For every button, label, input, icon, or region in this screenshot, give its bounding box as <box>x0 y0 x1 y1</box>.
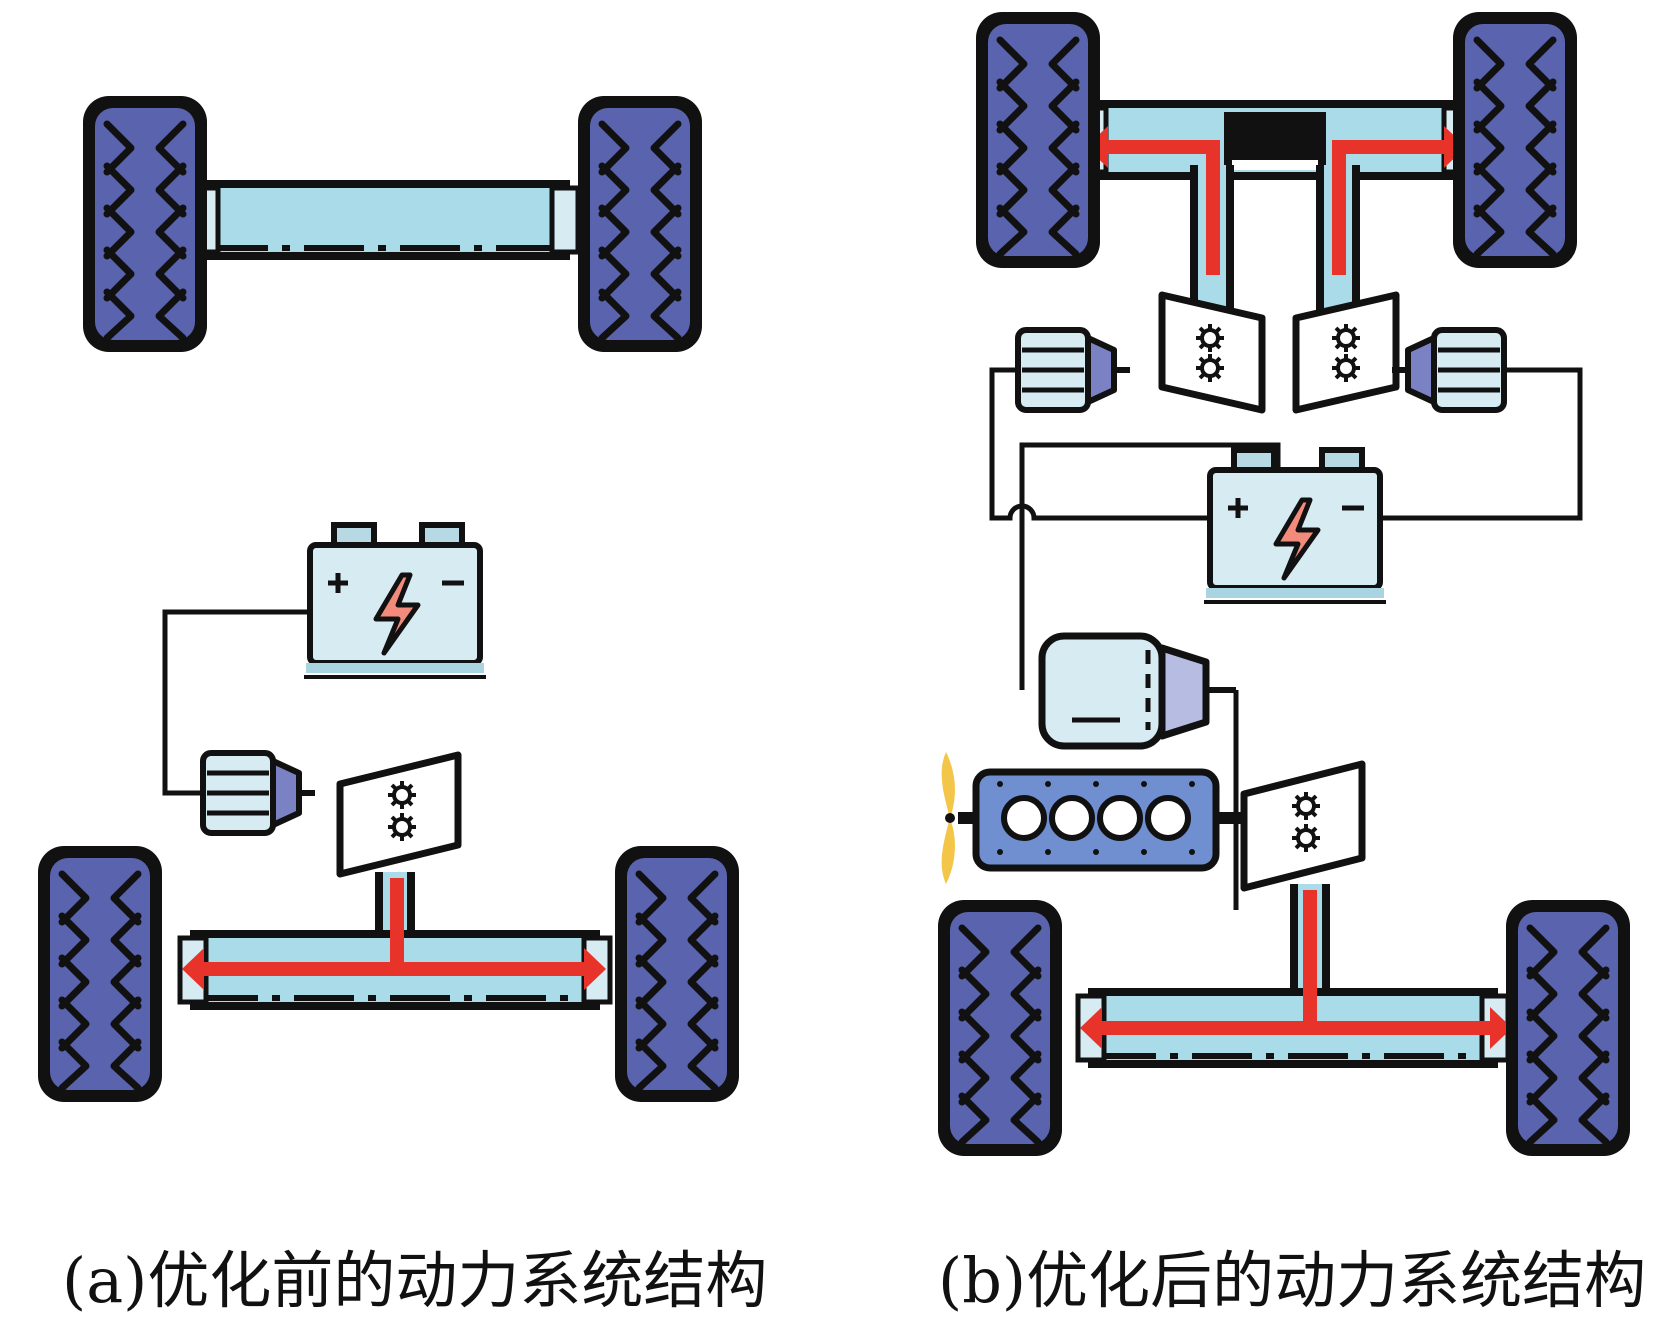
gearbox-icon <box>1292 291 1400 414</box>
tire-icon <box>578 96 702 352</box>
gearbox-icon <box>1240 760 1366 892</box>
electric-motor-icon <box>1018 330 1130 410</box>
battery-icon <box>1204 450 1386 602</box>
front-axle-a <box>189 180 581 260</box>
power-flow-arrow <box>1086 126 1466 275</box>
panel-a-before-optimization <box>38 96 739 1102</box>
caption-after: (b)优化后的动力系统结构 <box>938 1244 1647 1317</box>
tire-icon <box>1453 12 1577 268</box>
tire-icon <box>976 12 1100 268</box>
battery-icon <box>304 525 486 677</box>
tire-icon <box>615 846 739 1102</box>
tire-icon <box>1506 900 1630 1156</box>
rear-axle-b <box>1075 884 1511 1068</box>
wire <box>989 367 1583 910</box>
front-axle-b <box>1077 100 1473 315</box>
power-flow-arrow <box>1080 890 1512 1049</box>
tire-icon <box>38 846 162 1102</box>
generator-icon <box>1038 632 1236 750</box>
engine-block-icon <box>958 768 1244 872</box>
caption-before: (a)优化前的动力系统结构 <box>62 1244 768 1317</box>
tire-icon <box>938 900 1062 1156</box>
electric-motor-icon <box>1392 330 1504 410</box>
panel-b-after-optimization <box>938 12 1630 1156</box>
wire <box>162 609 310 796</box>
tire-icon <box>83 96 207 352</box>
gearbox-icon <box>336 751 462 878</box>
gearbox-icon <box>1158 291 1266 414</box>
electric-motor-icon <box>203 753 315 833</box>
fan-icon <box>941 752 955 884</box>
power-flow-arrow <box>182 878 606 990</box>
